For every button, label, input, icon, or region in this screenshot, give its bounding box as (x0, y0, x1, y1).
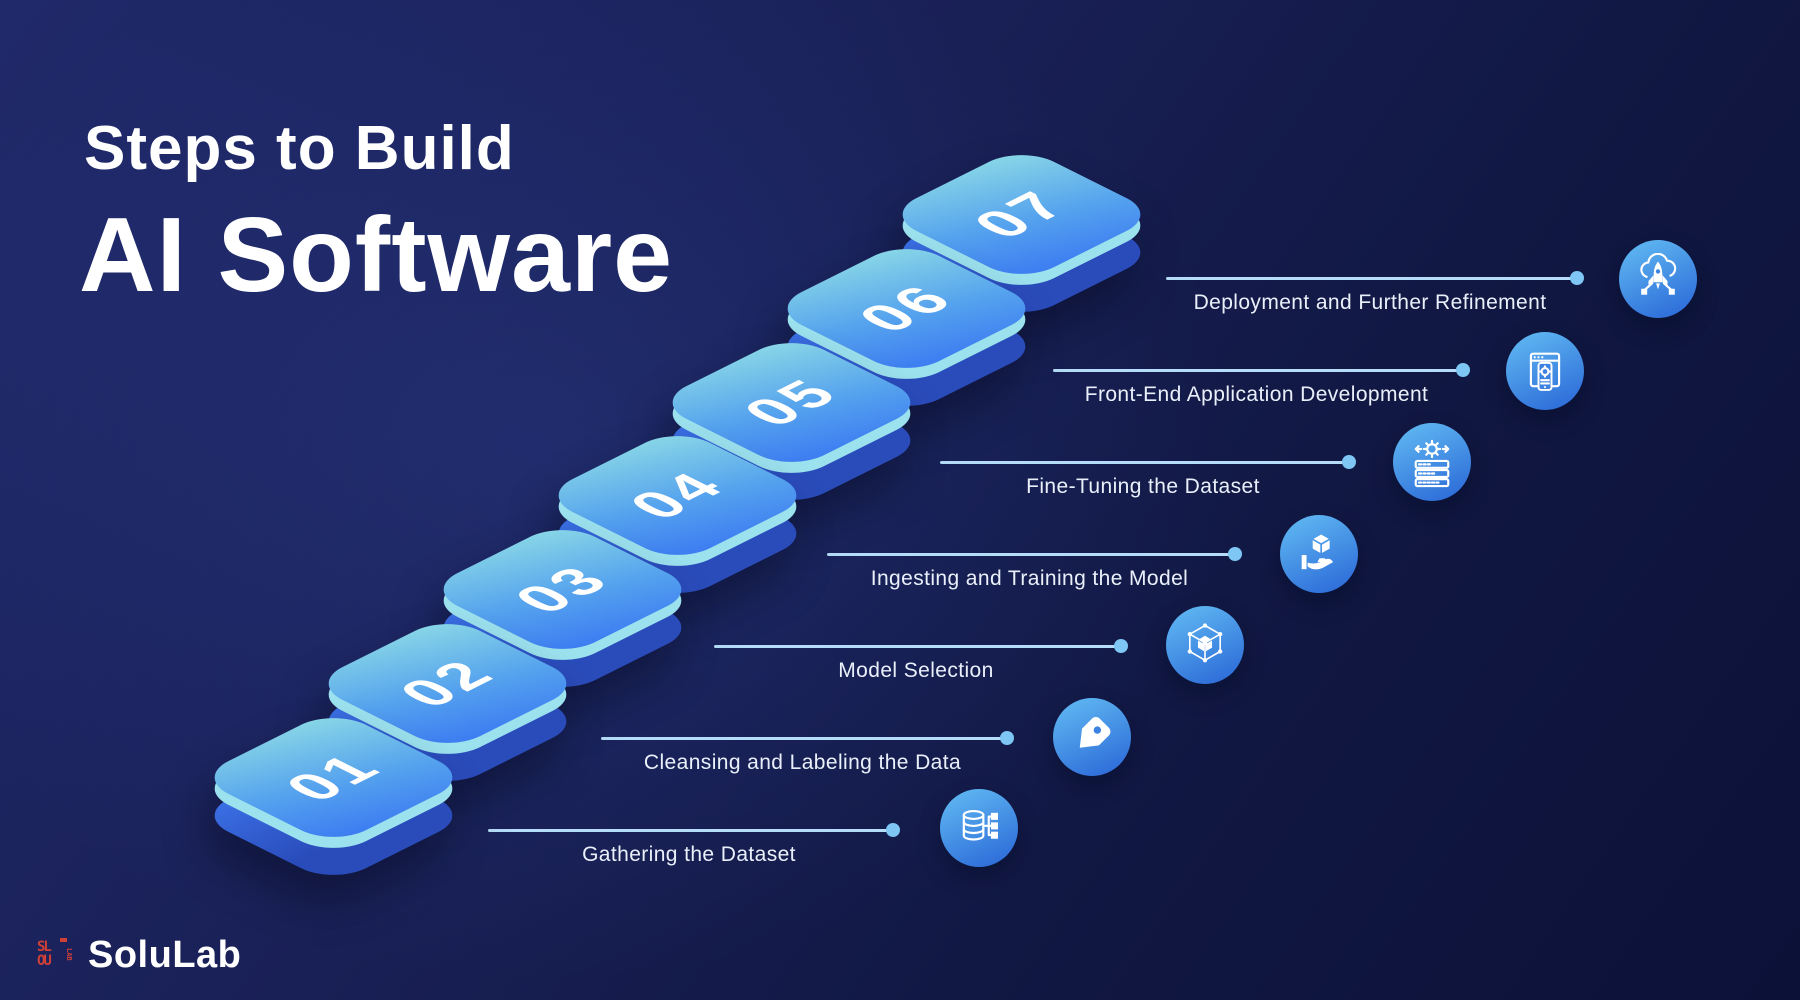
step-label: Gathering the Dataset (582, 843, 796, 866)
step-label: Model Selection (838, 659, 994, 682)
step-connector-line (601, 736, 1004, 740)
step-connector-line (827, 552, 1232, 556)
svg-text:SL: SL (37, 939, 51, 955)
step-label: Fine-Tuning the Dataset (1026, 475, 1260, 498)
hand-cube-icon (1279, 514, 1358, 593)
step-connector-dot (1570, 271, 1584, 285)
step-connector-line (1166, 276, 1574, 280)
step-number: 05 (728, 370, 856, 434)
tag-icon (1053, 697, 1132, 776)
page-title-line2: AI Software (79, 196, 674, 314)
step-connector-line (714, 644, 1118, 648)
step-label: Ingesting and Training the Model (870, 567, 1189, 590)
title-block: Steps to Build AI Software (79, 114, 673, 309)
svg-text:LAB: LAB (65, 948, 73, 961)
step-connector-dot (1456, 363, 1470, 377)
step-number: 06 (843, 276, 970, 341)
wireframe-cube-icon (1166, 606, 1245, 684)
step-number: 02 (384, 651, 512, 716)
step-number: 07 (957, 183, 1085, 247)
database-tree-icon (940, 789, 1018, 867)
step-connector-line (1053, 368, 1460, 372)
step-number: 01 (269, 745, 397, 809)
step-number: 04 (613, 464, 741, 528)
step-connector-dot (1228, 547, 1242, 561)
step-number: 03 (498, 557, 626, 622)
solulab-mark-icon: SL OU LAB (36, 936, 76, 976)
step-connector-dot (886, 823, 900, 837)
page-title-line1: Steps to Build (84, 114, 515, 183)
step-connector-dot (1342, 455, 1356, 469)
rocket-cloud-icon (1619, 240, 1698, 318)
step-label: Deployment and Further Refinement (1193, 291, 1547, 314)
mobile-app-icon (1506, 331, 1584, 410)
step-label: Cleansing and Labeling the Data (643, 751, 962, 774)
brand-name: SoluLab (88, 934, 242, 976)
svg-text:OU: OU (37, 953, 51, 969)
step-connector-line (488, 828, 890, 832)
step-connector-dot (1000, 731, 1014, 745)
brand-logo: SL OU LAB SoluLab (36, 934, 241, 977)
step-label: Front-End Application Development (1084, 383, 1429, 406)
gear-server-icon (1392, 423, 1471, 501)
step-connector-dot (1114, 639, 1128, 653)
step-connector-line (940, 460, 1346, 464)
